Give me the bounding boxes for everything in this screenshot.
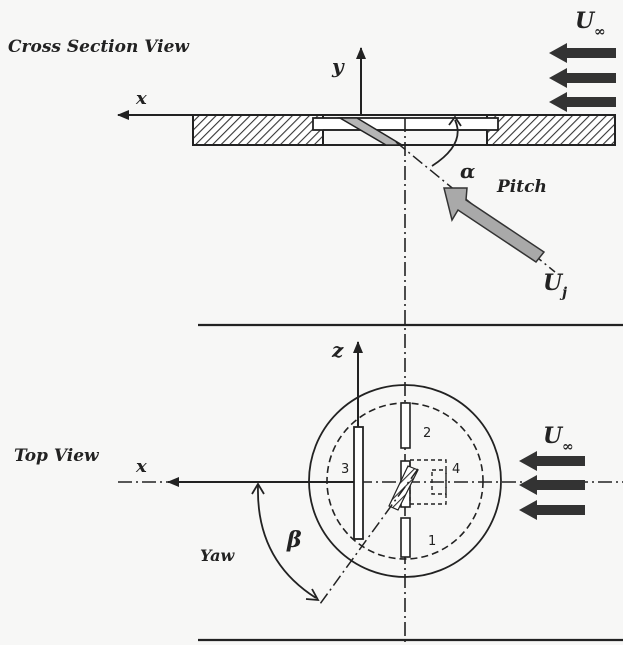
sensor-2-number: 2 <box>423 426 431 441</box>
sensor-1 <box>400 517 411 558</box>
svg-text:U: U <box>575 8 596 34</box>
beta-symbol: β <box>286 527 302 553</box>
svg-text:U: U <box>543 270 564 296</box>
svg-text:U: U <box>543 423 564 449</box>
u-inf-label-bottom: U ∞ <box>543 423 574 455</box>
pitch-arc <box>431 119 459 167</box>
sensor-4-number: 4 <box>452 462 460 477</box>
u-inf-label-top: U ∞ <box>575 8 606 40</box>
sensor-4 <box>409 459 447 505</box>
svg-text:∞: ∞ <box>562 439 574 455</box>
alpha-symbol: α <box>460 159 475 183</box>
cross-section-title: Cross Section View <box>8 37 190 57</box>
pitch-label: Pitch <box>496 177 547 197</box>
jet-velocity-arrow <box>443 187 546 264</box>
freestream-arrows-bottom <box>519 451 585 520</box>
top-view-title: Top View <box>14 446 100 466</box>
sensor-2 <box>400 402 411 449</box>
svg-text:∞: ∞ <box>594 24 606 40</box>
yaw-axis-line <box>319 468 419 605</box>
yaw-arc <box>257 485 317 599</box>
sensor-3-number: 3 <box>341 462 349 477</box>
z-label: z <box>331 338 344 362</box>
y-label-cross: y <box>331 54 345 78</box>
x-label-cross: x <box>135 88 147 109</box>
sensor-1-number: 1 <box>428 534 436 549</box>
svg-text:j: j <box>559 285 567 301</box>
yaw-label: Yaw <box>200 546 236 565</box>
x-label-top: x <box>135 456 147 477</box>
uj-label: U j <box>543 270 567 301</box>
cross-section-plate <box>192 114 616 146</box>
freestream-arrows-top <box>549 43 616 112</box>
outer-disc <box>308 384 502 578</box>
sensor-3 <box>353 426 364 540</box>
